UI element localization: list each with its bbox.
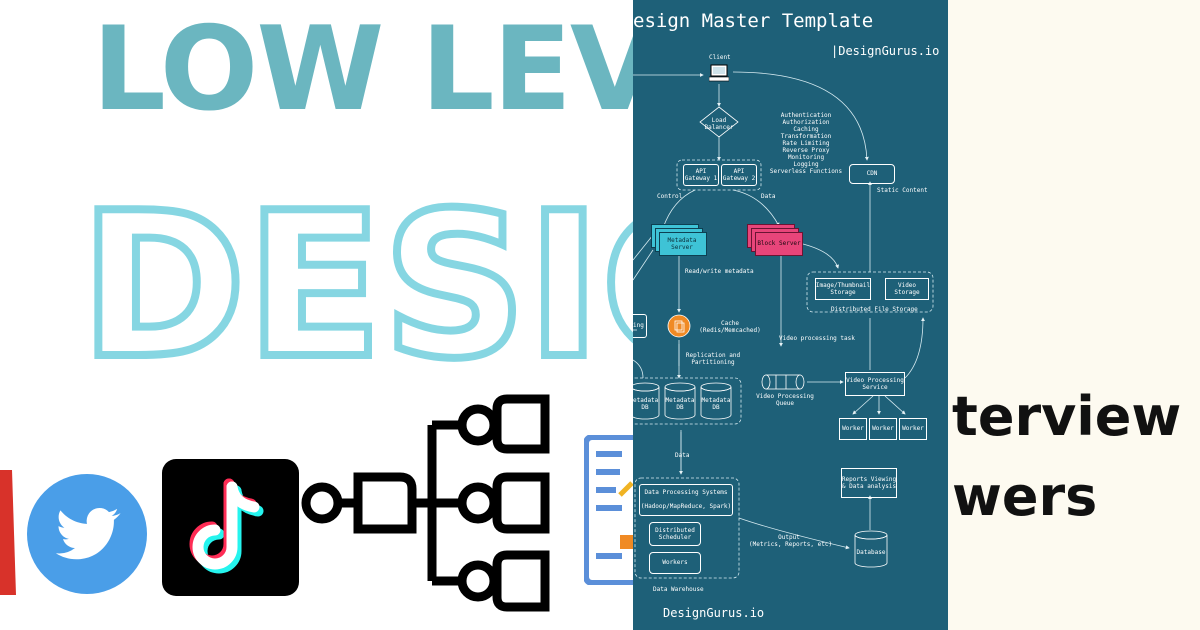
reports-label: Reports Viewing& Data analysis xyxy=(841,476,897,490)
banner-right xyxy=(948,0,1200,630)
dist-storage-label: Distributed File Storage xyxy=(831,306,918,313)
data-processing-label: Data Processing Systems(Hadoop/MapReduce… xyxy=(640,489,732,510)
scheduler-node xyxy=(649,522,701,546)
banner-left: LOW LEV DESIG xyxy=(0,2,635,612)
tiktok-icon xyxy=(162,459,299,596)
right-text-interview: terview xyxy=(952,385,1182,448)
workers2-label: Workers xyxy=(662,559,688,566)
api-gateway-2 xyxy=(721,164,757,186)
worker-node-2 xyxy=(869,418,897,440)
worker-node-3 xyxy=(899,418,927,440)
diagram-brand: |DesignGurus.io xyxy=(831,44,940,58)
metadata-server xyxy=(659,232,707,256)
video-queue-icon xyxy=(761,374,805,390)
output-label: Output(Metrics, Reports, etc) xyxy=(749,534,833,548)
data-label-2: Data xyxy=(675,452,690,459)
partial-left-node xyxy=(633,314,647,338)
cache-label: Cache(Redis/Memcached) xyxy=(699,320,761,334)
worker-node-1 xyxy=(839,418,867,440)
block-server xyxy=(755,232,803,256)
cdn-node xyxy=(849,164,895,184)
client-label: Client xyxy=(709,54,731,61)
data-processing-node xyxy=(639,484,733,516)
headline-low-level: LOW LEV xyxy=(92,2,635,137)
data-warehouse-label: Data Warehouse xyxy=(653,586,704,593)
worker-2-label: Worker xyxy=(872,425,894,432)
worker-3-label: Worker xyxy=(902,425,924,432)
twitter-icon xyxy=(27,474,147,594)
right-text-answers: wers xyxy=(952,465,1098,528)
hierarchy-icon xyxy=(301,394,550,612)
document-icon xyxy=(584,435,635,585)
image-storage-node xyxy=(815,278,871,300)
cdn-label: CDN xyxy=(866,170,878,177)
video-service-node xyxy=(845,372,905,396)
metadata-db-group xyxy=(633,382,732,420)
block-server-label: Block Server xyxy=(757,240,801,247)
diagram-connectors xyxy=(633,71,934,579)
headline-design: DESIG xyxy=(76,166,635,407)
static-content-label: Static Content xyxy=(877,187,928,194)
workers2-node xyxy=(649,552,701,574)
gateway-features: Authentication Authorization Caching Tra… xyxy=(769,112,843,175)
monitor-icon xyxy=(709,64,729,82)
api-gateway-1 xyxy=(683,164,719,186)
youtube-icon xyxy=(0,470,16,595)
diagram-footer: DesignGurus.io xyxy=(663,606,765,620)
load-balancer-node xyxy=(699,106,739,138)
control-label: Control xyxy=(657,193,683,200)
database-icon xyxy=(854,530,888,568)
diagram-poster: esign Master Template |DesignGurus.io Cl… xyxy=(633,0,948,630)
video-task-label: Video processing task xyxy=(779,335,855,342)
worker-1-label: Worker xyxy=(842,425,864,432)
data-label: Data xyxy=(761,193,776,200)
reports-node xyxy=(841,468,897,498)
partial-left-label: ing xyxy=(633,322,644,329)
cache-icon xyxy=(667,314,691,338)
diagram-title: esign Master Template xyxy=(633,10,874,32)
read-write-label: Read/write metadata xyxy=(685,268,754,275)
video-storage-node xyxy=(885,278,929,300)
database-label: Database xyxy=(856,549,886,556)
